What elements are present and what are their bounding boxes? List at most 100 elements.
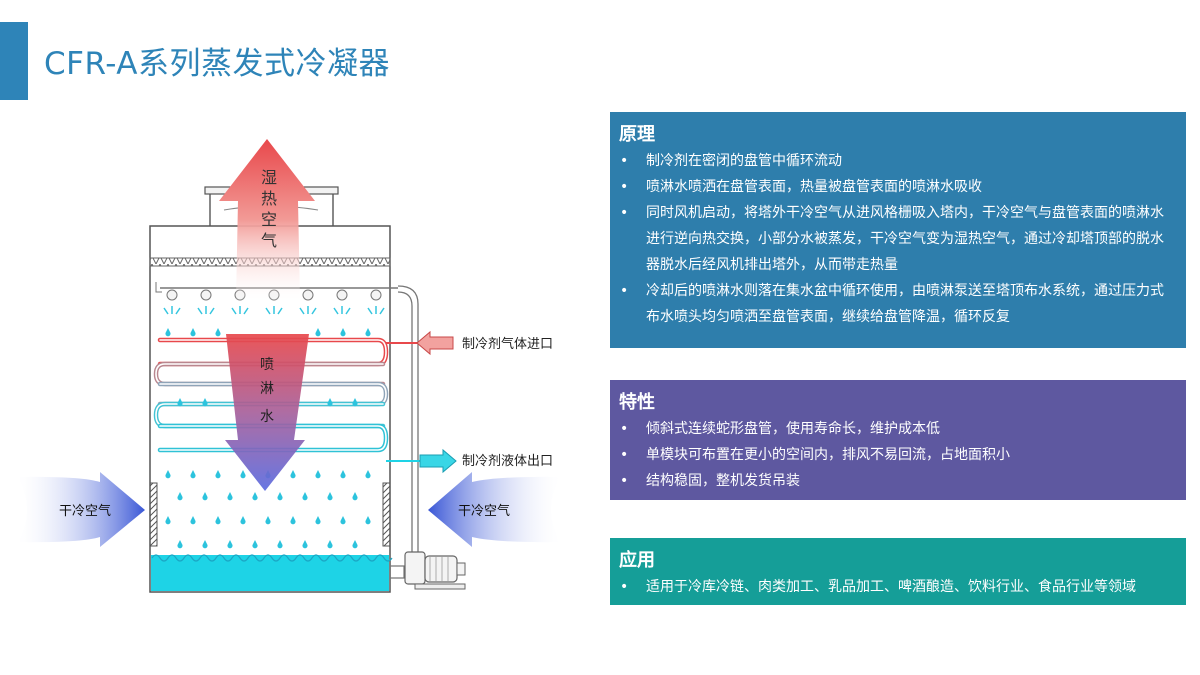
water-drop bbox=[290, 516, 296, 525]
water-drop bbox=[202, 398, 208, 407]
principle-heading: 原理 bbox=[619, 124, 655, 145]
principle-list: •制冷剂在密闭的盘管中循环流动 •喷淋水喷洒在盘管表面，热量被盘管表面的喷淋水吸… bbox=[610, 148, 1186, 330]
features-panel: 特性 • 倾斜式连续蛇形盘管，使用寿命长，维护成本低 • 单模块可布置在更小的空间内… bbox=[610, 380, 1186, 500]
water-drop bbox=[315, 516, 321, 525]
list-item: • 结构稳固，整机发货吊装 bbox=[610, 468, 1186, 494]
exhaust-label-char: 湿 bbox=[261, 168, 277, 187]
bullet: • bbox=[620, 179, 629, 195]
list-item: • 适用于冷库冷链、肉类加工、乳品加工、啤酒酿造、饮料行业、食品行业等领域 bbox=[610, 574, 1186, 600]
water-drop bbox=[215, 516, 221, 525]
gas-inlet-label: 制冷剂气体进口 bbox=[462, 336, 553, 352]
bullet: • bbox=[620, 473, 629, 489]
list-item-text: 单模块可布置在更小的空间内，排风不易回流，占地面积小 bbox=[646, 447, 1010, 463]
water-drop bbox=[177, 398, 183, 407]
air-right-label: 干冷空气 bbox=[458, 503, 510, 519]
list-item: • 倾斜式连续蛇形盘管，使用寿命长，维护成本低 bbox=[610, 416, 1186, 442]
list-item: • 喷淋水喷洒在盘管表面，热量被盘管表面的喷淋水吸收 bbox=[610, 174, 1186, 200]
spray-jet bbox=[333, 306, 351, 315]
serpentine-coil bbox=[153, 337, 389, 453]
spray-nozzle bbox=[200, 289, 212, 301]
list-item-text: 适用于冷库冷链、肉类加工、乳品加工、啤酒酿造、饮料行业、食品行业等领域 bbox=[646, 579, 1136, 595]
air-left-label: 干冷空气 bbox=[59, 503, 111, 519]
principle-panel: 原理 •制冷剂在密闭的盘管中循环流动 •喷淋水喷洒在盘管表面，热量被盘管表面的喷… bbox=[610, 112, 1186, 348]
water-drop bbox=[190, 516, 196, 525]
list-item: • 同时风机启动，将塔外干冷空气从进风格栅吸入塔内，干冷空气与盘管表面的喷淋水进行… bbox=[610, 200, 1186, 278]
bullet: • bbox=[620, 153, 629, 169]
water-drop bbox=[365, 328, 371, 337]
list-item: • 单模块可布置在更小的空间内，排风不易回流，占地面积小 bbox=[610, 442, 1186, 468]
spray-jet bbox=[299, 306, 317, 315]
water-drop bbox=[352, 398, 358, 407]
bullet: • bbox=[620, 283, 629, 299]
exhaust-label-char: 气 bbox=[261, 231, 277, 250]
features-heading: 特性 bbox=[619, 392, 655, 413]
water-drop bbox=[327, 492, 333, 501]
spray-label-char: 淋 bbox=[260, 381, 274, 397]
spray-nozzle bbox=[370, 289, 382, 301]
water-drop bbox=[190, 328, 196, 337]
bullet: • bbox=[620, 205, 629, 221]
water-drop bbox=[177, 492, 183, 501]
page-title: CFR-A系列蒸发式冷凝器 bbox=[44, 46, 390, 82]
water-drop bbox=[202, 540, 208, 549]
water-drop bbox=[177, 540, 183, 549]
water-drop bbox=[252, 540, 258, 549]
water-drop bbox=[352, 540, 358, 549]
spray-label-char: 水 bbox=[260, 409, 274, 425]
spray-nozzle bbox=[302, 289, 314, 301]
applications-list: • 适用于冷库冷链、肉类加工、乳品加工、啤酒酿造、饮料行业、食品行业等领域 bbox=[610, 574, 1186, 600]
spray-jet bbox=[265, 306, 283, 315]
bullet: • bbox=[620, 579, 629, 595]
bullet: • bbox=[620, 447, 629, 463]
coil-pass-highlight bbox=[159, 425, 387, 451]
water-drop bbox=[302, 492, 308, 501]
water-drop bbox=[340, 328, 346, 337]
water-drop bbox=[252, 492, 258, 501]
water-drop bbox=[327, 540, 333, 549]
bullet: • bbox=[620, 421, 629, 437]
spray-label: 喷 淋 水 bbox=[260, 357, 274, 425]
air-inlet-arrow-right bbox=[428, 472, 560, 547]
liquid-outlet-label: 制冷剂液体出口 bbox=[462, 454, 553, 469]
water-drop bbox=[315, 470, 321, 479]
water-drop bbox=[265, 516, 271, 525]
water-drop bbox=[240, 516, 246, 525]
spray-jet bbox=[231, 306, 249, 315]
spray-jet bbox=[197, 306, 215, 315]
water-drop bbox=[190, 470, 196, 479]
list-item-text: 冷却后的喷淋水则落在集水盆中循环使用，由喷淋泵送至塔顶布水系统，通过压力式布水喷… bbox=[646, 283, 1164, 325]
spray-nozzle bbox=[166, 289, 178, 301]
list-item-text: 结构稳固，整机发货吊装 bbox=[646, 473, 800, 489]
water-drop bbox=[290, 470, 296, 479]
condenser-svg: 湿 热 空 气 喷 淋 水 制冷剂气体进口 制冷剂液体出口 干冷空气 干冷空气 bbox=[18, 139, 560, 593]
exhaust-label: 湿 热 空 气 bbox=[261, 168, 277, 250]
spray-label-char: 喷 bbox=[260, 357, 274, 373]
condenser-diagram: 湿 热 空 气 喷 淋 水 制冷剂气体进口 制冷剂液体出口 干冷空气 干冷空气 bbox=[0, 100, 600, 620]
gas-inlet-indicator: 制冷剂气体进口 bbox=[386, 330, 553, 356]
water-drop bbox=[315, 328, 321, 337]
list-item-text: 倾斜式连续蛇形盘管，使用寿命长，维护成本低 bbox=[646, 421, 940, 437]
water-drop bbox=[340, 470, 346, 479]
water-drop bbox=[277, 492, 283, 501]
water-drop bbox=[227, 492, 233, 501]
spray-jet bbox=[163, 306, 181, 315]
list-item-text: 喷淋水喷洒在盘管表面，热量被盘管表面的喷淋水吸收 bbox=[646, 179, 982, 195]
applications-panel: 应用 • 适用于冷库冷链、肉类加工、乳品加工、啤酒酿造、饮料行业、食品行业等领域 bbox=[610, 538, 1186, 605]
applications-heading: 应用 bbox=[619, 550, 655, 571]
list-item-text: 同时风机启动，将塔外干冷空气从进风格栅吸入塔内，干冷空气与盘管表面的喷淋水进行逆… bbox=[646, 205, 1164, 273]
spray-pump bbox=[404, 551, 466, 590]
water-drop bbox=[227, 540, 233, 549]
features-list: • 倾斜式连续蛇形盘管，使用寿命长，维护成本低 • 单模块可布置在更小的空间内，排风… bbox=[610, 416, 1186, 494]
spray-water-drops bbox=[165, 328, 371, 549]
water-drop bbox=[277, 540, 283, 549]
water-drop bbox=[327, 398, 333, 407]
water-drop bbox=[240, 470, 246, 479]
left-inlet-grille bbox=[149, 482, 158, 547]
exhaust-label-char: 热 bbox=[261, 189, 277, 208]
water-drop bbox=[165, 470, 171, 479]
water-drop bbox=[365, 470, 371, 479]
water-drop bbox=[352, 492, 358, 501]
water-drop bbox=[202, 492, 208, 501]
water-drop bbox=[215, 470, 221, 479]
water-drop bbox=[215, 328, 221, 337]
